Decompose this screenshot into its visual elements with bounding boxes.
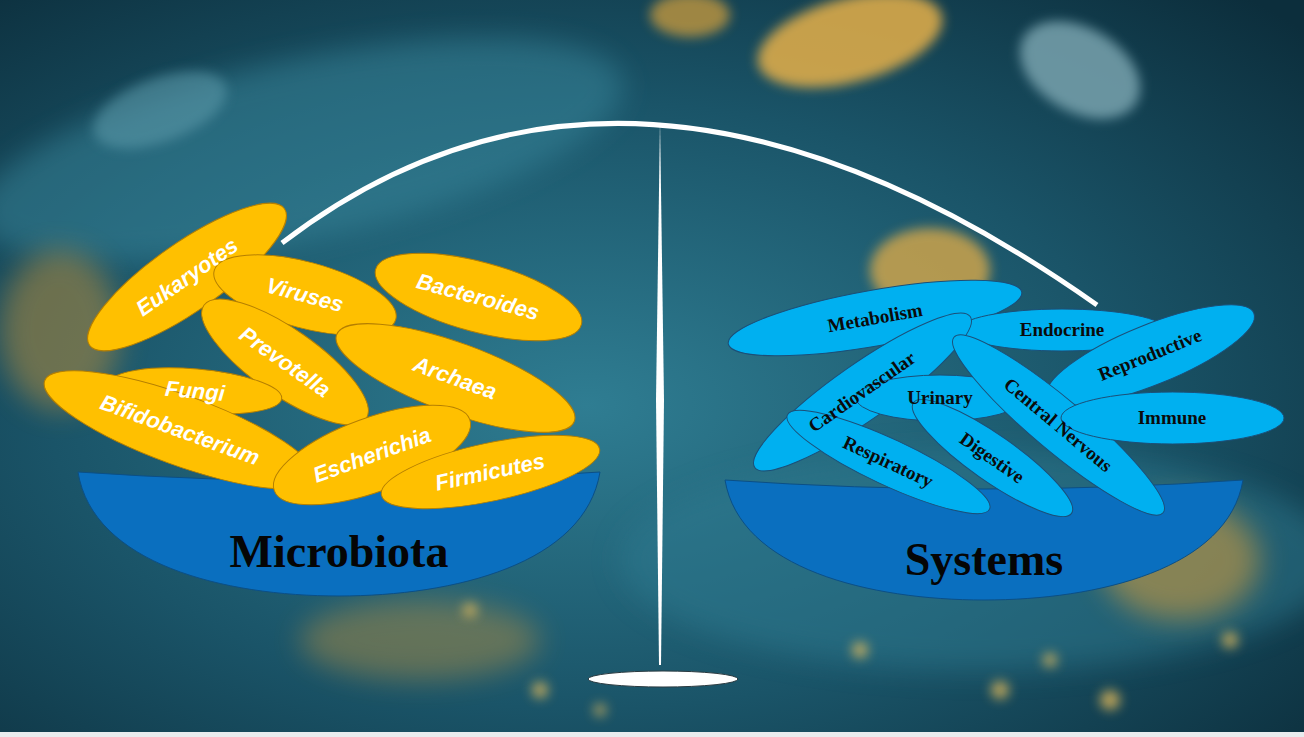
pan-label: Microbiota xyxy=(230,526,449,579)
ellipse-label: Immune xyxy=(1138,407,1207,429)
ellipse-label: Urinary xyxy=(907,387,972,409)
scale-pan: Systems xyxy=(725,476,1243,600)
ellipse-fill xyxy=(1061,392,1284,444)
scale-base xyxy=(588,671,738,687)
microbe xyxy=(300,600,540,680)
microbe-ellipse: Bifidobacterium xyxy=(35,394,325,466)
microbe-ellipse: Bacteroides xyxy=(371,261,586,333)
system-ellipse: Immune xyxy=(1060,391,1285,445)
microbe-ellipse: Archaea xyxy=(328,342,583,414)
scale-post xyxy=(656,120,664,665)
bottom-band xyxy=(0,732,1304,737)
microbe xyxy=(83,56,236,164)
pan-label: Systems xyxy=(905,534,1063,587)
microbe xyxy=(747,0,952,105)
microbe-dots xyxy=(463,603,1238,716)
ellipse-label: Fungi xyxy=(164,376,226,406)
microbe xyxy=(1003,1,1158,139)
tissue-fold xyxy=(0,0,642,307)
ellipse-fill xyxy=(777,394,999,530)
ellipse-label: Endocrine xyxy=(1020,319,1104,341)
ellipse-fill xyxy=(375,420,605,523)
microbe xyxy=(650,0,730,37)
